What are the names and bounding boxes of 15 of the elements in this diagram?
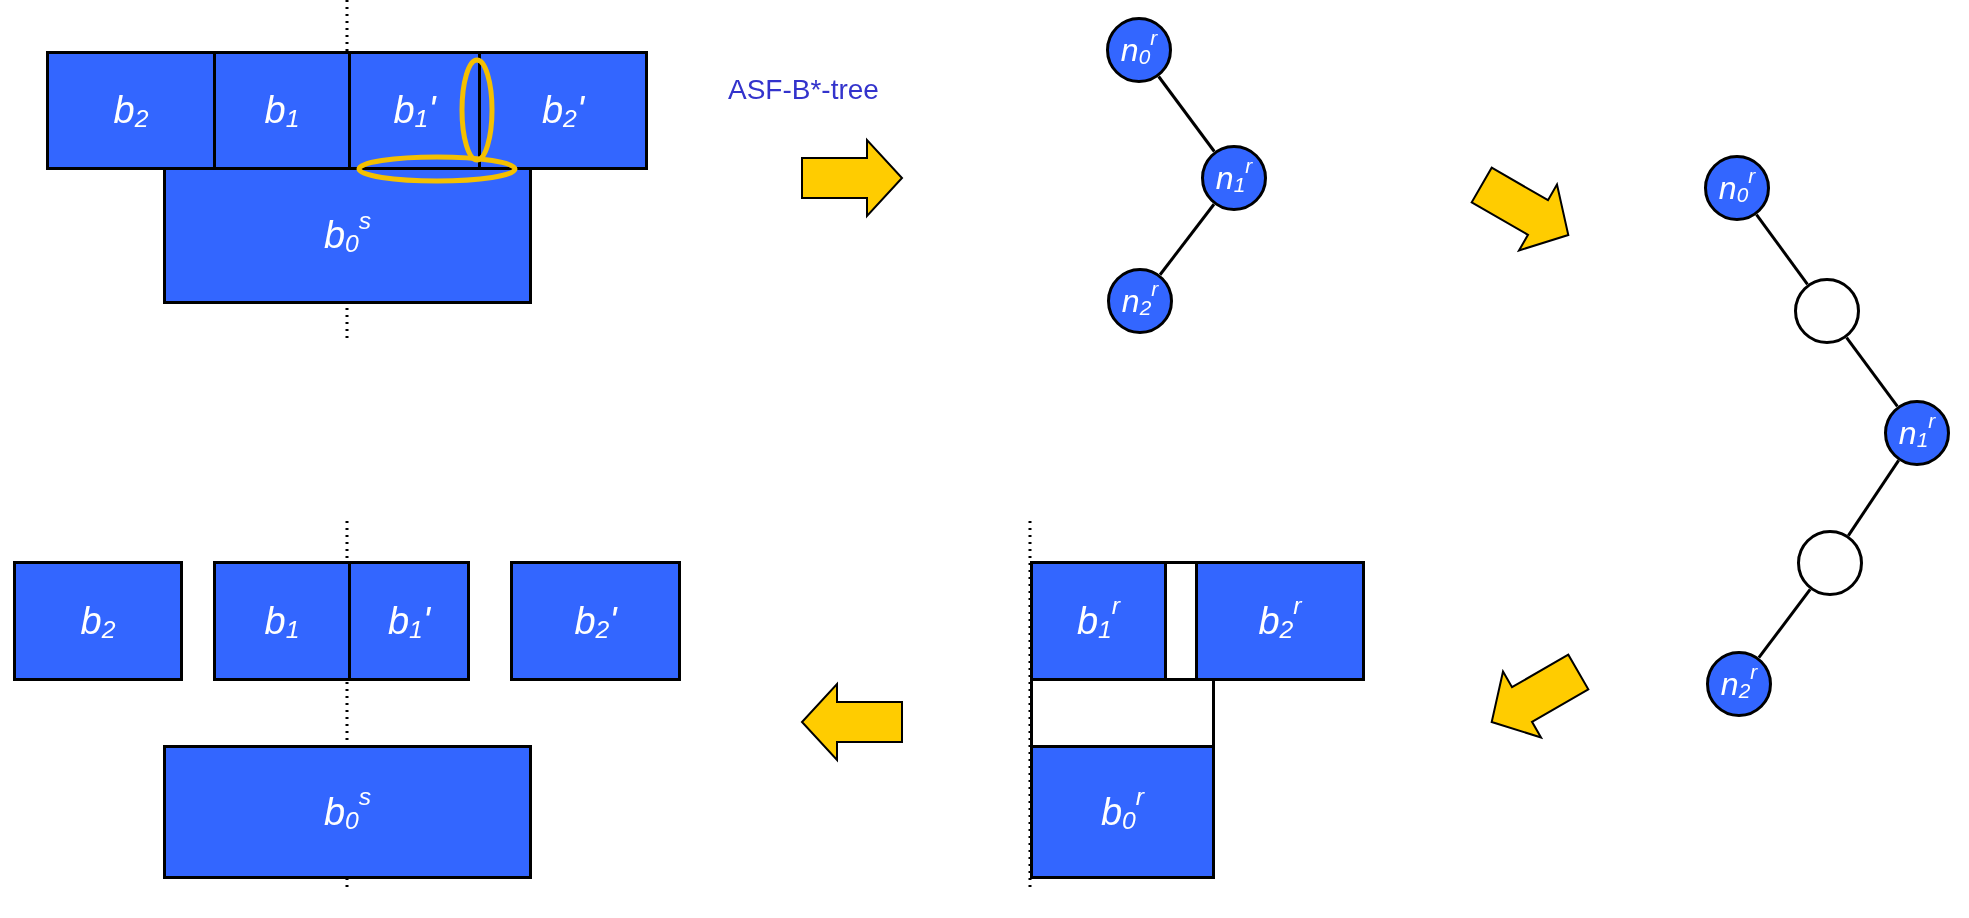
tree-edge — [1845, 336, 1899, 408]
tree-edge — [1757, 588, 1812, 659]
tree-edge — [1158, 203, 1216, 276]
module-block: b$_{1}$ — [213, 51, 351, 170]
module-block: b$_{2}$ — [46, 51, 216, 170]
tree-edge — [1157, 75, 1216, 153]
tree-type-label: ASF-B*-tree — [728, 74, 879, 106]
module-block: b$_{2}$ — [13, 561, 183, 681]
module-block: b$_{2}$' — [478, 51, 648, 170]
tree-edge — [1847, 459, 1900, 537]
module-block: b$_{1}$ — [213, 561, 351, 681]
module-block: b$_{1}$' — [348, 561, 470, 681]
module-block: b$_{2}$' — [510, 561, 681, 681]
tree-edge — [1755, 213, 1809, 286]
empty-space-block — [1030, 678, 1215, 748]
